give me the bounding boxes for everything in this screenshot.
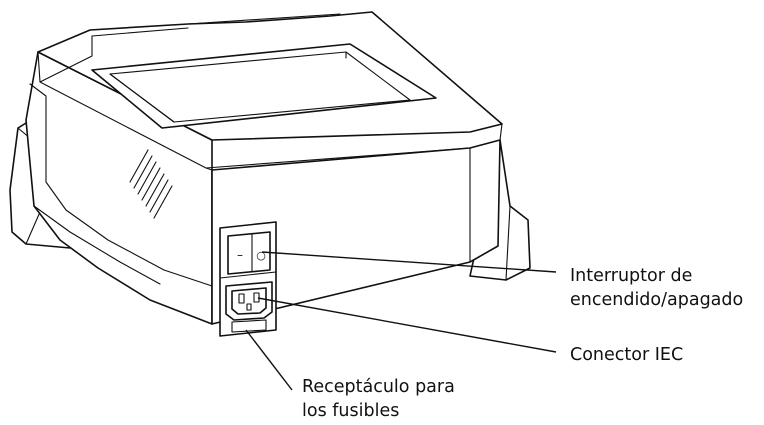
switch-off-mark: – <box>237 248 243 262</box>
vent-slots <box>129 149 173 219</box>
leader-fuse <box>245 329 293 391</box>
iec-pin-earth <box>246 303 252 311</box>
leader-iec <box>257 297 557 353</box>
power-switch: – ○ <box>227 231 271 275</box>
iec-pin-left <box>238 293 245 304</box>
label-fuse-line1: Receptáculo para <box>302 377 455 397</box>
label-fuse-line2: los fusibles <box>302 401 399 421</box>
leader-switch <box>261 251 557 273</box>
switch-on-mark: ○ <box>256 249 266 262</box>
label-switch-line1: Interruptor de <box>570 266 692 286</box>
label-iec: Conector IEC <box>570 345 683 365</box>
label-switch-line2: encendido/apagado <box>570 290 743 310</box>
iec-connector <box>225 281 273 321</box>
body-rear-face <box>211 139 501 325</box>
top-window <box>91 43 437 129</box>
fuse-holder <box>231 319 267 333</box>
